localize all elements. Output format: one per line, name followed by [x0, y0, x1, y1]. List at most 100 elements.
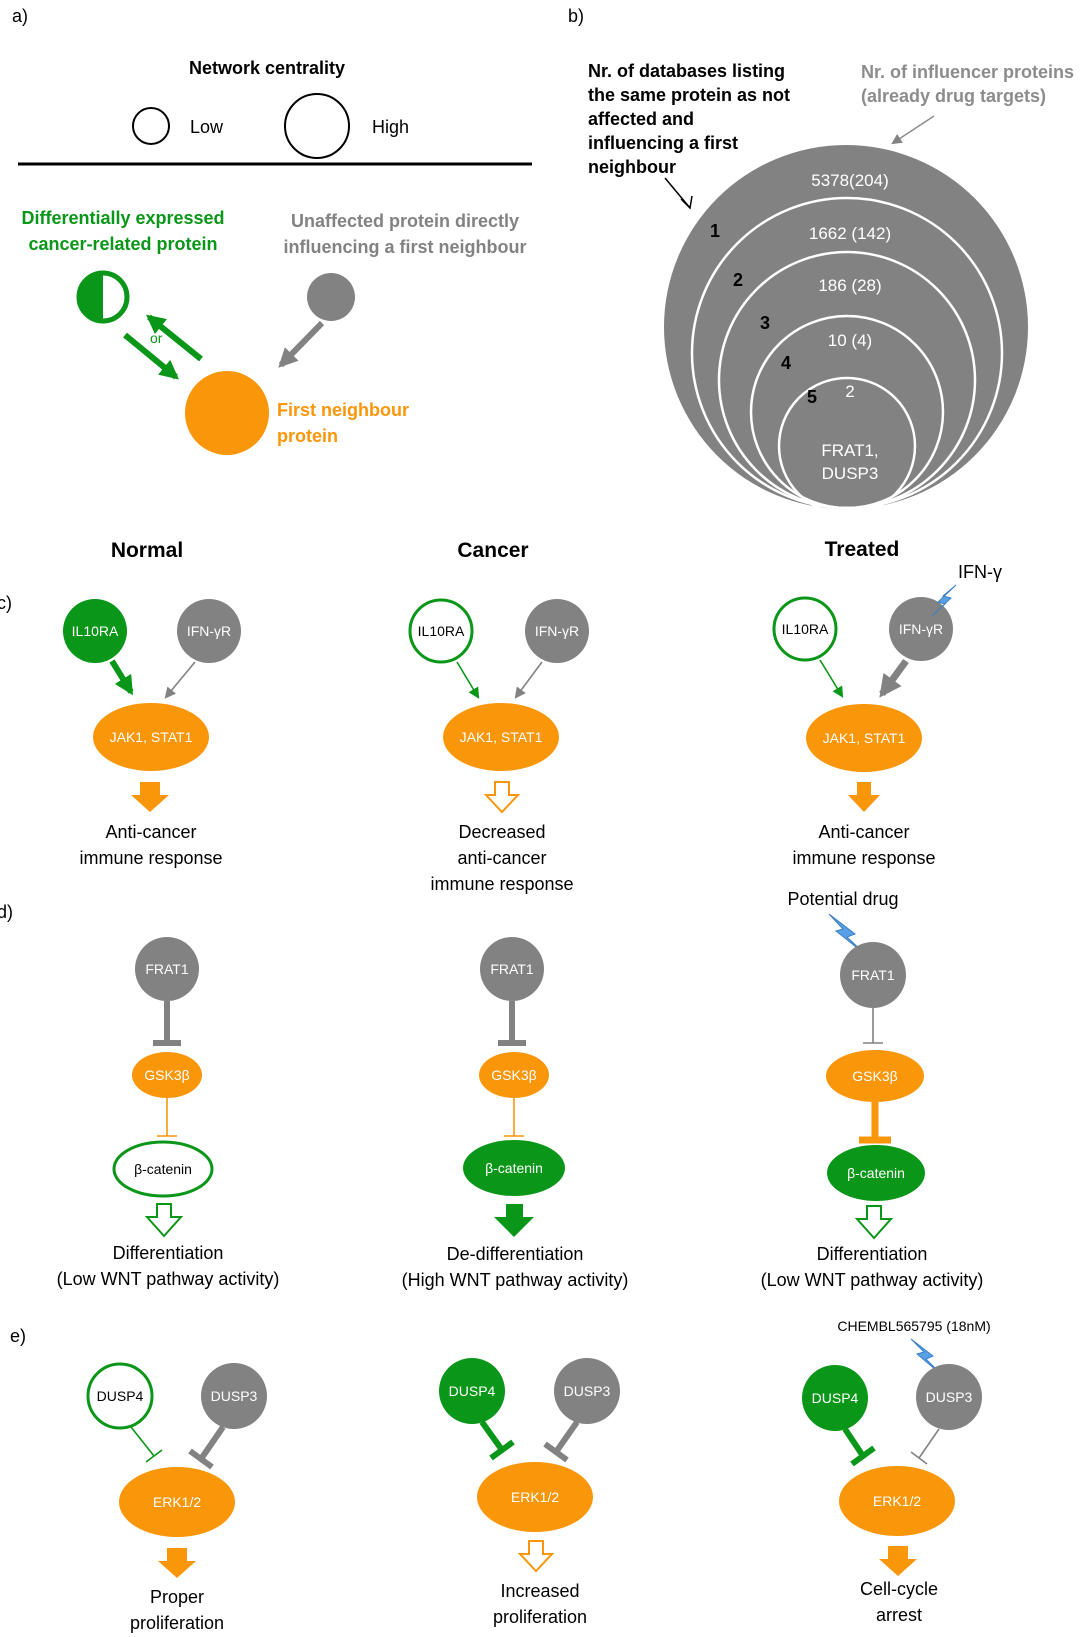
il10ra-label-treated: IL10RA: [782, 621, 829, 637]
arrow-first-neighbour-to-cancer-protein: [146, 314, 203, 362]
gsk3b-node-treated: [826, 1050, 924, 1102]
gsk3b-label-treated: GSK3β: [852, 1068, 897, 1084]
arrow-ifngr-jak-cancer: [514, 661, 543, 699]
outcome-normal-c-2: immune response: [79, 848, 222, 868]
outcome-cancer-e-1: Increased: [500, 1581, 579, 1601]
inhibit-dusp3-erk-normal: [198, 1425, 226, 1461]
outcome-treated-d-1: Differentiation: [817, 1244, 928, 1264]
inhibit-dusp4-erk-treated: [842, 1427, 866, 1458]
outcome-arrow-treated-e: [879, 1546, 917, 1576]
bcatenin-node-treated: [827, 1145, 925, 1201]
gsk3b-label-cancer: GSK3β: [491, 1067, 536, 1083]
column-header-cancer: Cancer: [457, 539, 528, 562]
inhibit-dusp4-erk-normal: [130, 1426, 155, 1457]
databases-label-line-2: the same protein as not: [588, 85, 790, 105]
panel-label-a: a): [12, 6, 28, 26]
ifngr-node-cancer: [525, 599, 589, 663]
influencer-label-line-2: (already drug targets): [861, 86, 1046, 106]
jak-stat-label-cancer: JAK1, STAT1: [460, 729, 543, 745]
frat1-node-cancer: [480, 937, 544, 1001]
centrality-title: Network centrality: [189, 58, 345, 78]
outcome-cancer-c-3: immune response: [430, 874, 573, 894]
panel-e: e) DUSP4 DUSP3 ERK1/2 Proper proliferati…: [10, 1318, 991, 1633]
first-neighbour-label-1: First neighbour: [277, 400, 409, 420]
databases-label-line-5: neighbour: [588, 157, 676, 177]
influencer-label-line-1: Nr. of influencer proteins: [861, 62, 1074, 82]
outcome-treated-c-1: Anti-cancer: [818, 822, 909, 842]
panel-label-b: b): [568, 6, 584, 26]
outcome-normal-d-1: Differentiation: [113, 1243, 224, 1263]
frat1-label-treated: FRAT1: [851, 967, 895, 983]
ifngr-label-normal: IFN-γR: [187, 623, 231, 639]
outcome-normal-e-1: Proper: [150, 1587, 204, 1607]
dusp4-node-normal: [86, 1362, 154, 1430]
dusp4-label-treated: DUSP4: [812, 1390, 859, 1406]
green-protein-label-1: Differentially expressed: [21, 208, 224, 228]
count-level-5: 2: [845, 382, 854, 401]
il10ra-label-cancer: IL10RA: [418, 623, 465, 639]
jak-stat-node-cancer: [443, 703, 559, 771]
level-number-1: 1: [710, 221, 720, 241]
count-level-3: 186 (28): [818, 276, 881, 295]
frat1-node-treated: [840, 942, 906, 1008]
jak-stat-node-normal: [93, 703, 209, 771]
ifngr-node-treated: [889, 597, 953, 661]
databases-label-line-1: Nr. of databases listing: [588, 61, 785, 81]
dusp4-label-normal: DUSP4: [97, 1388, 144, 1404]
bcatenin-node-cancer: [463, 1140, 565, 1196]
level-5-circle: [777, 376, 917, 516]
frat1-node-normal: [135, 937, 199, 1001]
outcome-cancer-e-2: proliferation: [493, 1607, 587, 1627]
outcome-treated-d-2: (Low WNT pathway activity): [761, 1270, 984, 1290]
panel-a: a) Network centrality Low High Different…: [12, 6, 532, 455]
high-label: High: [372, 117, 409, 137]
innermost-proteins-line-1: FRAT1,: [821, 441, 878, 460]
ifngr-label-cancer: IFN-γR: [535, 623, 579, 639]
dusp3-label-treated: DUSP3: [926, 1389, 973, 1405]
first-neighbour-circle: [185, 371, 269, 455]
column-header-normal: Normal: [111, 539, 183, 562]
column-header-treated: Treated: [825, 538, 900, 561]
dusp3-node-cancer: [554, 1358, 620, 1424]
level-1-circle: [664, 145, 1028, 509]
outcome-arrow-normal-c: [131, 782, 169, 812]
outcome-cancer-c-1: Decreased: [458, 822, 545, 842]
chembl-drug-label: CHEMBL565795 (18nM): [837, 1318, 990, 1334]
dusp4-node-treated: [802, 1365, 868, 1431]
gray-protein-label-1: Unaffected protein directly: [291, 211, 519, 231]
gray-protein-label-2: influencing a first neighbour: [284, 237, 527, 257]
inhibit-dusp3-erk-treated: [918, 1428, 940, 1459]
bcatenin-label-treated: β-catenin: [847, 1165, 905, 1181]
outcome-arrow-treated-d: [854, 1205, 894, 1240]
jak-stat-label-treated: JAK1, STAT1: [823, 730, 906, 746]
arrow-il10ra-jak-cancer: [456, 661, 480, 699]
dusp3-node-normal: [201, 1363, 267, 1429]
panel-label-c: c): [0, 593, 12, 613]
ifng-label: IFN-γ: [958, 562, 1002, 582]
unaffected-protein-circle: [307, 273, 355, 321]
databases-label-line-3: affected and: [588, 109, 694, 129]
panel-b: b) Nr. of databases listing the same pro…: [568, 6, 1074, 516]
dusp4-label-cancer: DUSP4: [449, 1383, 496, 1399]
jak-stat-label-normal: JAK1, STAT1: [110, 729, 193, 745]
outcome-cancer-d-2: (High WNT pathway activity): [402, 1270, 629, 1290]
level-number-4: 4: [781, 353, 791, 373]
il10ra-node-treated: [772, 596, 838, 662]
inhibit-dusp4-erk-cancer: [479, 1420, 505, 1452]
erk-node-treated: [839, 1466, 955, 1536]
or-label: or: [150, 330, 163, 346]
bcatenin-label-cancer: β-catenin: [485, 1160, 543, 1176]
frat1-label-cancer: FRAT1: [490, 961, 534, 977]
panel-label-d: d): [0, 902, 13, 922]
dusp4-node-cancer: [439, 1358, 505, 1424]
dusp3-label-cancer: DUSP3: [564, 1383, 611, 1399]
outcome-treated-e-2: arrest: [876, 1605, 922, 1625]
arrow-unaffected-to-first-neighbour: [278, 320, 325, 368]
erk-label-cancer: ERK1/2: [511, 1489, 559, 1505]
outcome-normal-d-2: (Low WNT pathway activity): [57, 1269, 280, 1289]
databases-label-line-4: influencing a first: [588, 133, 738, 153]
arrow-cancer-protein-to-first-neighbour: [123, 332, 179, 380]
outcome-treated-c-2: immune response: [792, 848, 935, 868]
outcome-arrow-cancer-e: [517, 1540, 555, 1573]
